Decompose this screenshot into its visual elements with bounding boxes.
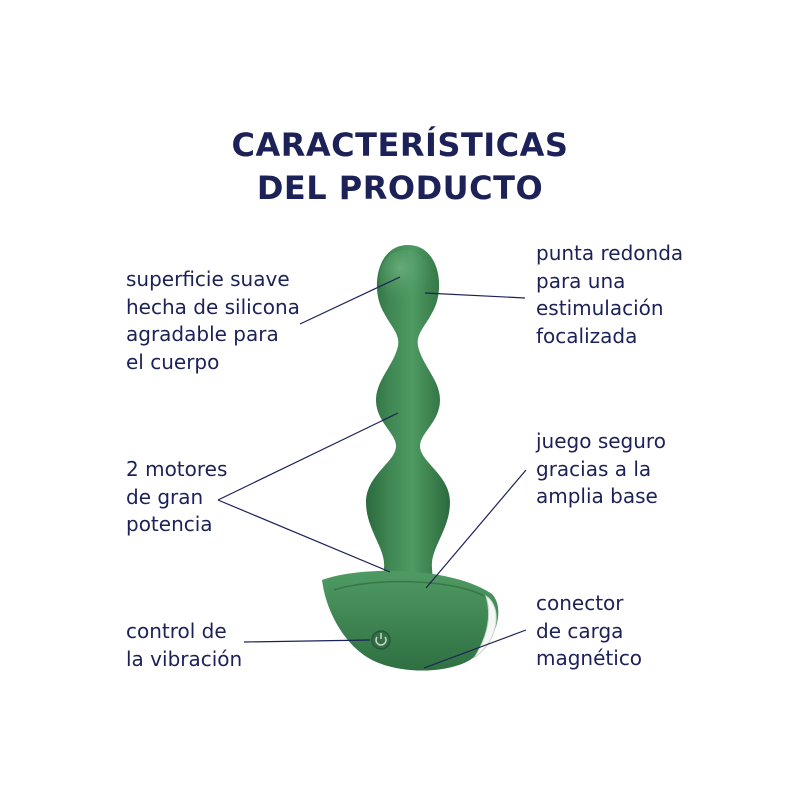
feature-label-motors: 2 motores de gran potencia xyxy=(126,457,228,536)
feature-label-base: juego seguro gracias a la amplia base xyxy=(536,429,666,508)
leader-line-control xyxy=(243,639,371,643)
page-title-line-2: DEL PRODUCTO xyxy=(256,169,544,207)
feature-label-control: control de la vibración xyxy=(126,619,243,671)
leader-line-motors-lower xyxy=(217,499,391,573)
leader-line-base xyxy=(425,469,527,589)
feature-label-surface: superficie suave hecha de silicona agrad… xyxy=(126,267,300,374)
product-base xyxy=(322,570,499,671)
page-title: CARACTERÍSTICAS DEL PRODUCTO xyxy=(0,124,800,210)
leader-line-motors-upper xyxy=(217,412,399,501)
feature-label-charger: conector de carga magnético xyxy=(536,591,643,670)
feature-label-tip: punta redonda para una estimulación foca… xyxy=(536,241,684,348)
leader-line-surface xyxy=(299,276,401,325)
product-body xyxy=(366,245,450,585)
leader-line-tip xyxy=(424,292,526,299)
page-title-line-1: CARACTERÍSTICAS xyxy=(231,126,569,164)
power-button-icon xyxy=(371,630,391,650)
leader-line-charger xyxy=(423,629,527,669)
